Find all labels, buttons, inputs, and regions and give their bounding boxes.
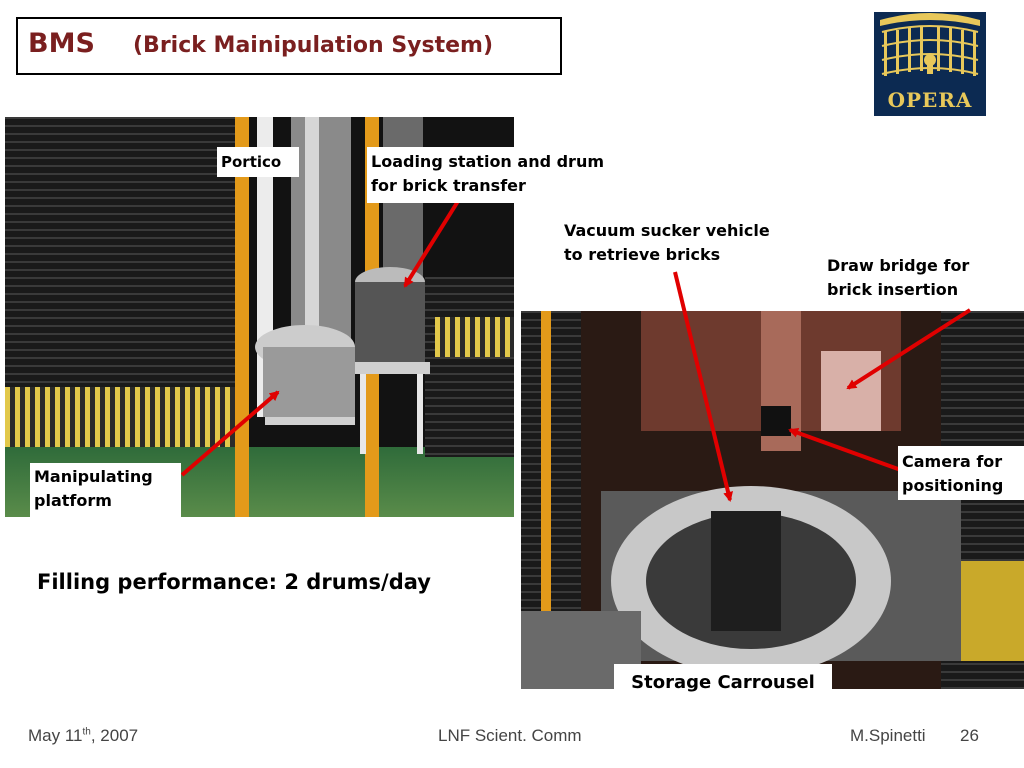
footer-date: May 11th, 2007 bbox=[28, 726, 138, 746]
slide-title: BMS bbox=[28, 28, 95, 59]
label-vacuum-line2: to retrieve bricks bbox=[564, 245, 721, 264]
label-portico: Portico bbox=[217, 147, 299, 177]
label-loading-line1: Loading station and drum bbox=[371, 152, 605, 171]
label-manip-line2: platform bbox=[34, 491, 112, 510]
filling-performance-text: Filling performance: 2 drums/day bbox=[37, 570, 431, 594]
logo-text: OPERA bbox=[887, 88, 973, 112]
label-vacuum-vehicle: Vacuum sucker vehicle to retrieve bricks bbox=[560, 217, 790, 271]
label-camera-line2: positioning bbox=[902, 476, 1004, 495]
label-manip-line1: Manipulating bbox=[34, 467, 153, 486]
label-manipulating-platform: Manipulating platform bbox=[30, 463, 181, 519]
opera-logo: OPERA bbox=[874, 12, 986, 116]
label-draw-line1: Draw bridge for bbox=[827, 256, 970, 275]
label-draw-bridge: Draw bridge for brick insertion bbox=[823, 252, 1003, 306]
slide-subtitle: (Brick Mainipulation System) bbox=[133, 33, 494, 58]
photo-right-image bbox=[521, 311, 1024, 689]
theater-arches-graphic bbox=[874, 12, 986, 116]
label-camera: Camera for positioning bbox=[898, 446, 1024, 500]
footer-date-prefix: May 11 bbox=[28, 726, 83, 745]
label-loading-line2: for brick transfer bbox=[371, 176, 526, 195]
label-loading-station: Loading station and drum for brick trans… bbox=[367, 147, 633, 203]
label-storage-carrousel: Storage Carrousel bbox=[614, 664, 832, 702]
label-portico-text: Portico bbox=[221, 153, 282, 171]
photo-storage-carrousel bbox=[521, 311, 1024, 689]
footer-date-sup: th bbox=[82, 726, 91, 738]
label-camera-line1: Camera for bbox=[902, 452, 1003, 471]
label-vacuum-line1: Vacuum sucker vehicle bbox=[564, 221, 770, 240]
label-draw-line2: brick insertion bbox=[827, 280, 959, 299]
label-storage-text: Storage Carrousel bbox=[631, 672, 815, 693]
title-box bbox=[16, 17, 562, 75]
footer-author: M.Spinetti bbox=[850, 726, 926, 745]
footer-date-suffix: , 2007 bbox=[90, 726, 139, 745]
page-number: 26 bbox=[960, 726, 979, 745]
footer-center: LNF Scient. Comm bbox=[438, 726, 582, 745]
